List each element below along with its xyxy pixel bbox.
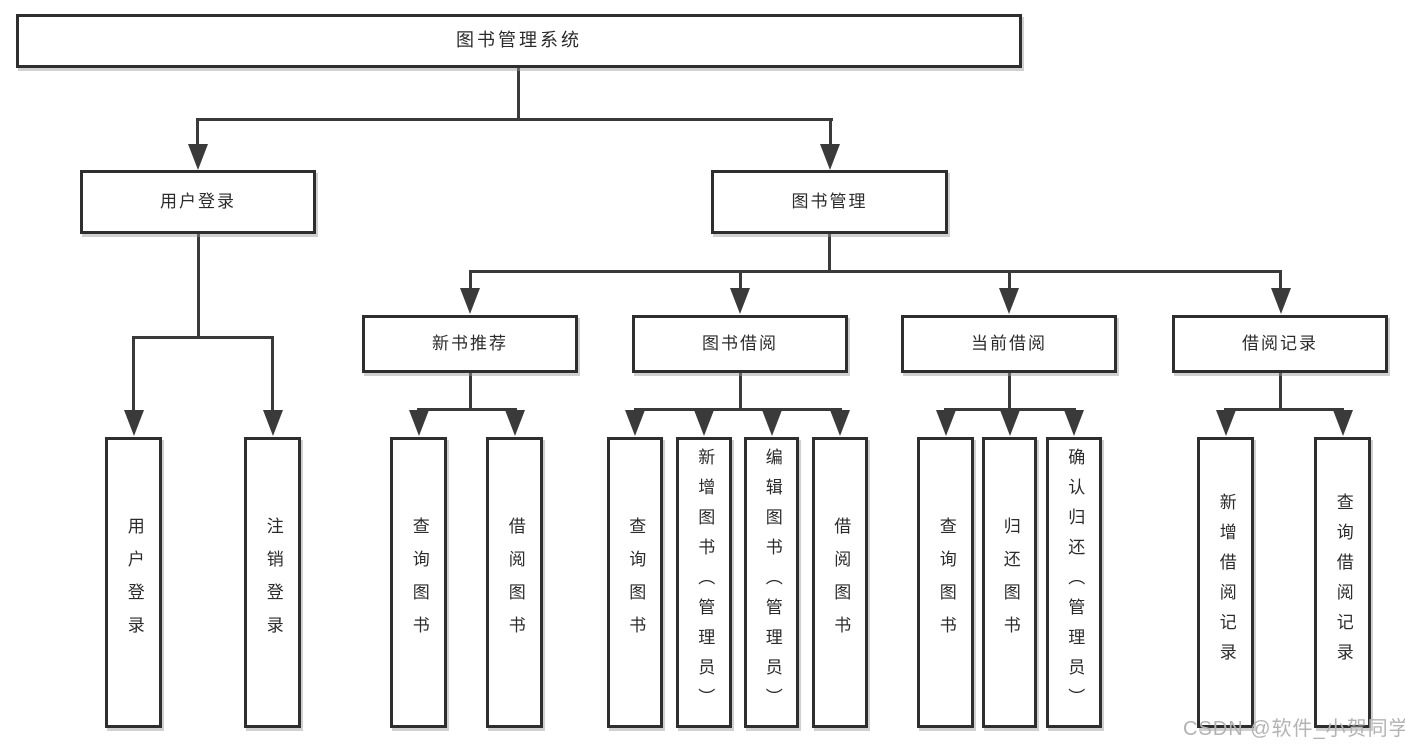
connector-line: [739, 270, 742, 290]
leaf-cb-return-books: 归还图书: [982, 437, 1037, 728]
leaf-bb-query-books: 查询图书: [607, 437, 663, 728]
arrowhead-down: [625, 410, 645, 436]
arrowhead-down: [936, 410, 956, 436]
leaf-br-add-record: 新增借阅记录: [1197, 437, 1254, 728]
arrowhead-down: [762, 410, 782, 436]
connector-line: [828, 234, 831, 270]
arrowhead-down: [694, 410, 714, 436]
arrowhead-down: [999, 288, 1019, 314]
node-book-borrow: 图书借阅: [632, 315, 848, 373]
arrowhead-down: [1064, 410, 1084, 436]
leaf-cb-query-books: 查询图书: [917, 437, 974, 728]
connector-line: [634, 408, 842, 411]
node-user-login: 用户登录: [80, 170, 316, 234]
node-borrow-records: 借阅记录: [1172, 315, 1388, 373]
node-current-borrow: 当前借阅: [901, 315, 1117, 373]
arrowhead-down: [188, 144, 208, 170]
connector-line: [1224, 408, 1344, 411]
connector-line: [944, 408, 1076, 411]
leaf-logout: 注销登录: [244, 437, 301, 728]
connector-line: [1008, 373, 1011, 409]
arrowhead-down: [1000, 410, 1020, 436]
node-new-book-recommend: 新书推荐: [362, 315, 578, 373]
arrowhead-down: [1333, 410, 1353, 436]
connector-line: [517, 68, 520, 118]
connector-line: [196, 118, 199, 146]
leaf-bb-borrow-books: 借阅图书: [812, 437, 868, 728]
leaf-nb-query-books: 查询图书: [390, 437, 447, 728]
arrowhead-down: [460, 288, 480, 314]
connector-line: [196, 118, 833, 121]
leaf-bb-edit-books-admin: 编辑图书（管理员）: [744, 437, 799, 728]
connector-line: [132, 336, 274, 339]
connector-line: [271, 336, 274, 410]
leaf-bb-add-books-admin: 新增图书（管理员）: [676, 437, 732, 728]
connector-line: [1279, 270, 1282, 290]
arrowhead-down: [263, 410, 283, 436]
node-system-root: 图书管理系统: [16, 14, 1022, 68]
arrowhead-down: [820, 144, 840, 170]
connector-line: [132, 336, 135, 410]
csdn-watermark: CSDN @软件_小贺同学: [1183, 718, 1405, 740]
arrowhead-down: [505, 410, 525, 436]
leaf-user-login: 用户登录: [105, 437, 162, 728]
arrowhead-down: [124, 410, 144, 436]
connector-line: [1279, 373, 1282, 409]
leaf-nb-borrow-books: 借阅图书: [486, 437, 543, 728]
connector-line: [469, 270, 472, 290]
arrowhead-down: [1271, 288, 1291, 314]
connector-line: [1008, 270, 1011, 290]
connector-line: [197, 234, 200, 336]
arrowhead-down: [409, 410, 429, 436]
arrowhead-down: [1216, 410, 1236, 436]
arrowhead-down: [830, 410, 850, 436]
arrowhead-down: [730, 288, 750, 314]
connector-line: [469, 270, 1282, 273]
node-book-management: 图书管理: [711, 170, 948, 234]
connector-line: [739, 373, 742, 409]
leaf-cb-confirm-return-admin: 确认归还（管理员）: [1046, 437, 1102, 728]
connector-line: [417, 408, 517, 411]
connector-line: [469, 373, 472, 409]
connector-line: [829, 118, 832, 146]
leaf-br-query-record: 查询借阅记录: [1314, 437, 1371, 728]
